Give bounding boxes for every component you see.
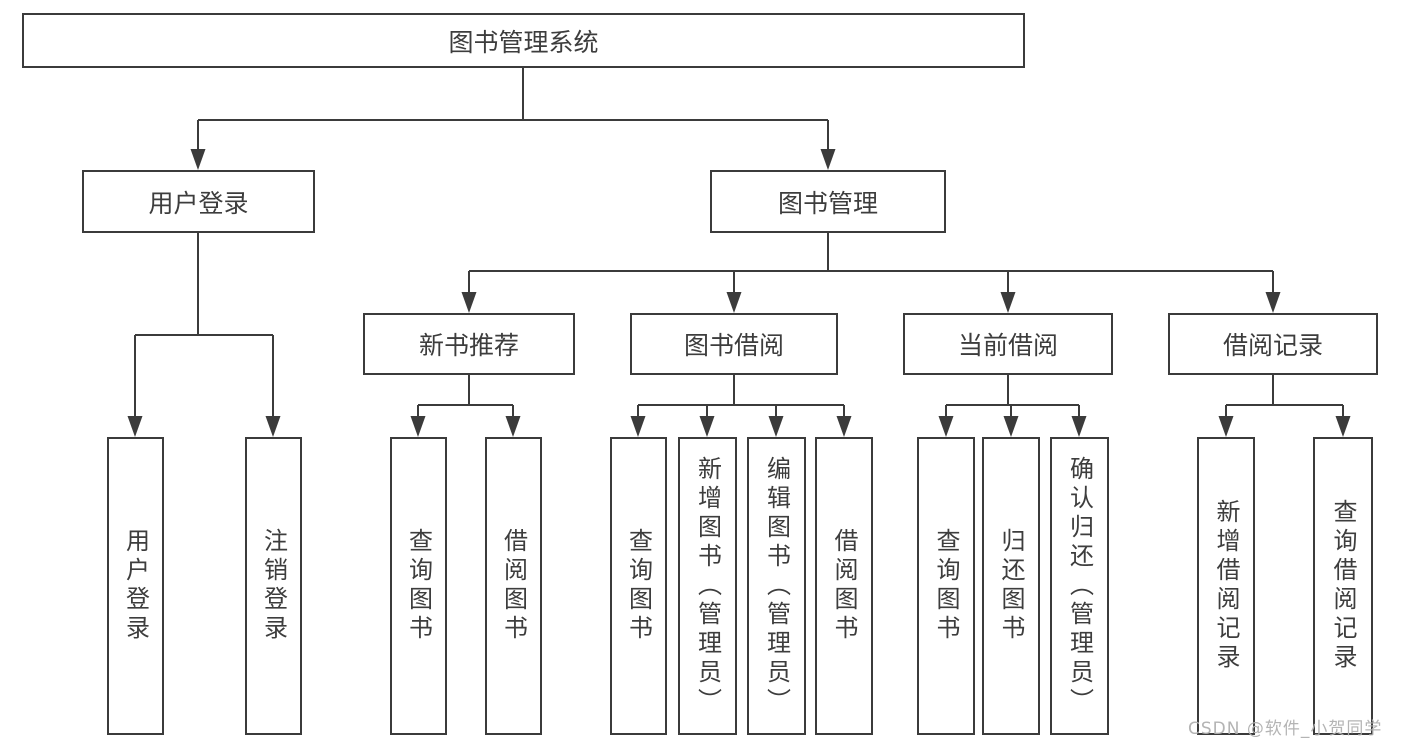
node-label: 用户登录: [121, 528, 150, 644]
node-label: 查询借阅记录: [1329, 499, 1357, 673]
node-book-management: 图书管理: [710, 170, 946, 233]
node-label: 借阅图书: [830, 528, 858, 644]
arrow-book-management: [820, 149, 836, 170]
node-query-books-1: 查询图书: [390, 437, 447, 735]
arrow-current-borrow: [1000, 292, 1016, 313]
node-label: 图书管理: [777, 188, 878, 218]
node-query-books-2: 查询图书: [610, 437, 667, 735]
arrow-book-borrow: [726, 292, 742, 313]
node-query-books-3: 查询图书: [917, 437, 975, 735]
node-add-books-admin: 新增图书（管理员）: [678, 437, 737, 735]
node-query-borrow-record: 查询借阅记录: [1313, 437, 1373, 735]
arrow-g4-3: [1071, 416, 1087, 437]
node-current-borrow: 当前借阅: [903, 313, 1113, 375]
connector-book-borrow-group: [638, 375, 844, 406]
arrow-new-book: [461, 292, 477, 313]
arrow-g5-2: [1335, 416, 1351, 437]
node-label: 查询图书: [624, 528, 653, 644]
arrow-g3-1: [630, 416, 646, 437]
arrow-g5-1: [1218, 416, 1234, 437]
node-borrow-records: 借阅记录: [1168, 313, 1378, 375]
node-label: 编辑图书（管理员）: [762, 455, 791, 717]
node-borrow-books-1: 借阅图书: [485, 437, 542, 735]
connector-user-login-branch: [135, 233, 273, 336]
node-user-login-leaf: 用户登录: [107, 437, 164, 735]
node-label: 图书借阅: [683, 331, 784, 360]
arrow-g4-1: [938, 416, 954, 437]
node-user-login: 用户登录: [82, 170, 315, 233]
node-borrow-books-2: 借阅图书: [815, 437, 873, 735]
connector-book-management-branch: [469, 233, 1273, 272]
node-label: 用户登录: [148, 188, 249, 218]
node-edit-books-admin: 编辑图书（管理员）: [747, 437, 806, 735]
arrow-user-login-leaf: [127, 416, 143, 437]
arrow-g2-1: [410, 416, 426, 437]
node-label: 图书管理系统: [448, 27, 599, 57]
node-book-borrow: 图书借阅: [630, 313, 838, 375]
node-add-borrow-record: 新增借阅记录: [1197, 437, 1255, 735]
node-label: 注销登录: [259, 528, 288, 644]
node-new-book-recommend: 新书推荐: [363, 313, 575, 375]
arrow-borrow-records: [1265, 292, 1281, 313]
arrow-user-login: [190, 149, 206, 170]
arrow-g4-2: [1003, 416, 1019, 437]
connector-current-borrow-group: [946, 375, 1079, 406]
node-library-management-system: 图书管理系统: [22, 13, 1025, 68]
arrow-logout-leaf: [265, 416, 281, 437]
node-label: 借阅图书: [499, 528, 528, 644]
arrow-g3-3: [768, 416, 784, 437]
connector-borrow-records-group: [1226, 375, 1343, 406]
csdn-watermark: CSDN @软件_小贺同学: [1188, 719, 1383, 739]
node-label: 新书推荐: [418, 331, 519, 360]
node-label: 新增图书（管理员）: [693, 455, 722, 717]
arrow-g3-4: [836, 416, 852, 437]
arrow-g2-2: [505, 416, 521, 437]
node-label: 借阅记录: [1222, 331, 1323, 360]
node-label: 确认归还（管理员）: [1065, 455, 1094, 717]
node-label: 查询图书: [404, 528, 433, 644]
node-label: 归还图书: [997, 528, 1025, 644]
node-confirm-return-admin: 确认归还（管理员）: [1050, 437, 1109, 735]
node-label: 查询图书: [932, 528, 960, 644]
arrow-g3-2: [699, 416, 715, 437]
connector-root: [198, 68, 828, 121]
node-label: 当前借阅: [957, 331, 1058, 360]
node-label: 新增借阅记录: [1212, 499, 1240, 673]
connector-new-book-group: [418, 375, 513, 406]
node-logout-leaf: 注销登录: [245, 437, 302, 735]
node-return-books: 归还图书: [982, 437, 1040, 735]
